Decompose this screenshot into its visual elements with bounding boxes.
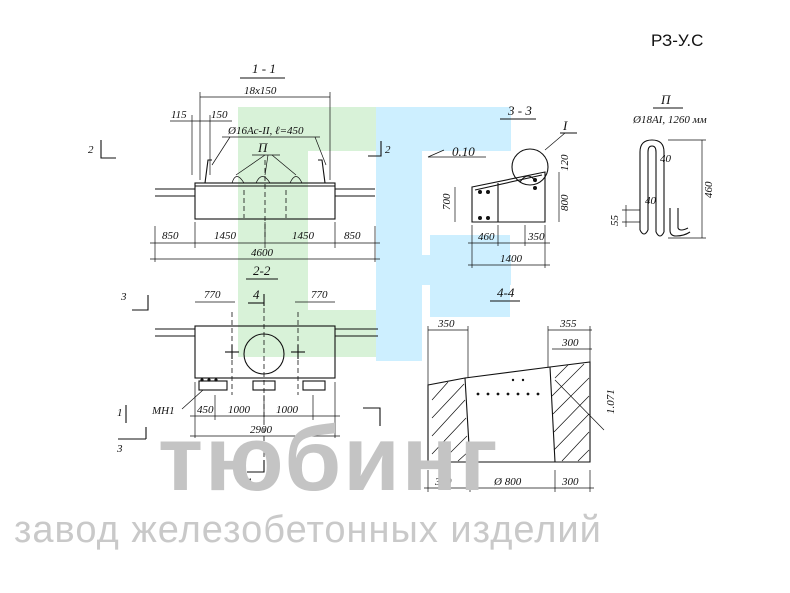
dim-450: 450 — [197, 404, 214, 416]
watermark-brand: тюбинг — [158, 408, 500, 510]
dim-355: 355 — [559, 318, 577, 330]
logo-green-block — [308, 107, 376, 151]
section-4-4: 4-4 350 355 300 1.071 — [424, 285, 617, 492]
loop-detail: П Ø18AI, 1260 мм 40 40 460 55 — [609, 92, 715, 239]
logo-blue-block — [376, 107, 511, 151]
dim-4600: 4600 — [251, 247, 274, 259]
dim-115: 115 — [171, 109, 187, 121]
cut-2-right: 2 — [385, 144, 391, 156]
dim-40-top: 40 — [660, 153, 672, 165]
dim-55: 55 — [609, 215, 621, 227]
dim-1450-left: 1450 — [214, 230, 237, 242]
document-code: РЗ-У.С — [651, 31, 703, 50]
dim-770-right: 770 — [311, 289, 328, 301]
dim-850-left: 850 — [162, 230, 179, 242]
embed-label-mh1: МН1 — [151, 405, 175, 417]
dim-1400: 1400 — [500, 253, 523, 265]
dim-800: 800 — [559, 194, 571, 211]
cut-4-bottom: 4 — [245, 475, 252, 490]
cut-3-top: 3 — [120, 291, 127, 303]
dim-300-right: 300 — [561, 476, 579, 488]
logo-green-block — [238, 107, 308, 357]
section-2-2-title: 2-2 — [253, 263, 271, 278]
rebar-label: Ø16Ac-II, ℓ=450 — [227, 125, 304, 137]
dim-1450-right: 1450 — [292, 230, 315, 242]
side-dim-1-071: 1.071 — [605, 389, 617, 414]
rebar-dots — [476, 378, 540, 396]
dim-opening: Ø 800 — [493, 476, 522, 488]
section-1-1-title: 1 - 1 — [252, 61, 276, 76]
dim-1000-left: 1000 — [228, 404, 251, 416]
dim-300-top: 300 — [561, 337, 579, 349]
dim-300-left: 300 — [434, 476, 452, 488]
dim-120: 120 — [559, 154, 571, 171]
logo-mark — [238, 107, 511, 361]
cut-3-bottom: 3 — [116, 443, 123, 455]
dim-460-loop: 460 — [703, 181, 715, 198]
dim-700: 700 — [441, 193, 453, 210]
section-3-3: 3 - 3 I 0.10 700 800 120 460 350 1400 — [427, 103, 577, 268]
watermark-slogan: завод железобетонных изделий — [14, 509, 602, 551]
dim-770-left: 770 — [204, 289, 221, 301]
loop-detail-title: П — [660, 92, 672, 107]
axis-mark-top: 4 — [253, 287, 260, 302]
loop-spec: Ø18AI, 1260 мм — [632, 114, 707, 126]
dim-2900: 2900 — [250, 424, 273, 436]
section-1-1: 1 - 1 18x150 115 150 Ø16Ac-II, ℓ=450 П — [88, 61, 391, 262]
logo-blue-block — [376, 255, 511, 285]
cut-1-left: 1 — [117, 407, 123, 419]
dim-850-right: 850 — [344, 230, 361, 242]
logo-green-block — [308, 310, 376, 357]
section-4-4-title: 4-4 — [497, 285, 515, 300]
dim-350-top: 350 — [437, 318, 455, 330]
dim-460-section: 460 — [478, 231, 495, 243]
section-2-2: 2-2 770 770 4 МН1 — [116, 263, 381, 490]
cut-2-left: 2 — [88, 144, 94, 156]
dim-150: 150 — [211, 109, 228, 121]
dim-1000-right: 1000 — [276, 404, 299, 416]
section-3-3-title: 3 - 3 — [507, 103, 532, 118]
dim-350-section: 350 — [527, 231, 545, 243]
dim-40-bottom: 40 — [645, 195, 657, 207]
loop-label: П — [257, 140, 269, 155]
marker-i: I — [562, 118, 568, 133]
slope-0-10: 0.10 — [452, 144, 475, 159]
dim-18x150: 18x150 — [244, 85, 277, 97]
